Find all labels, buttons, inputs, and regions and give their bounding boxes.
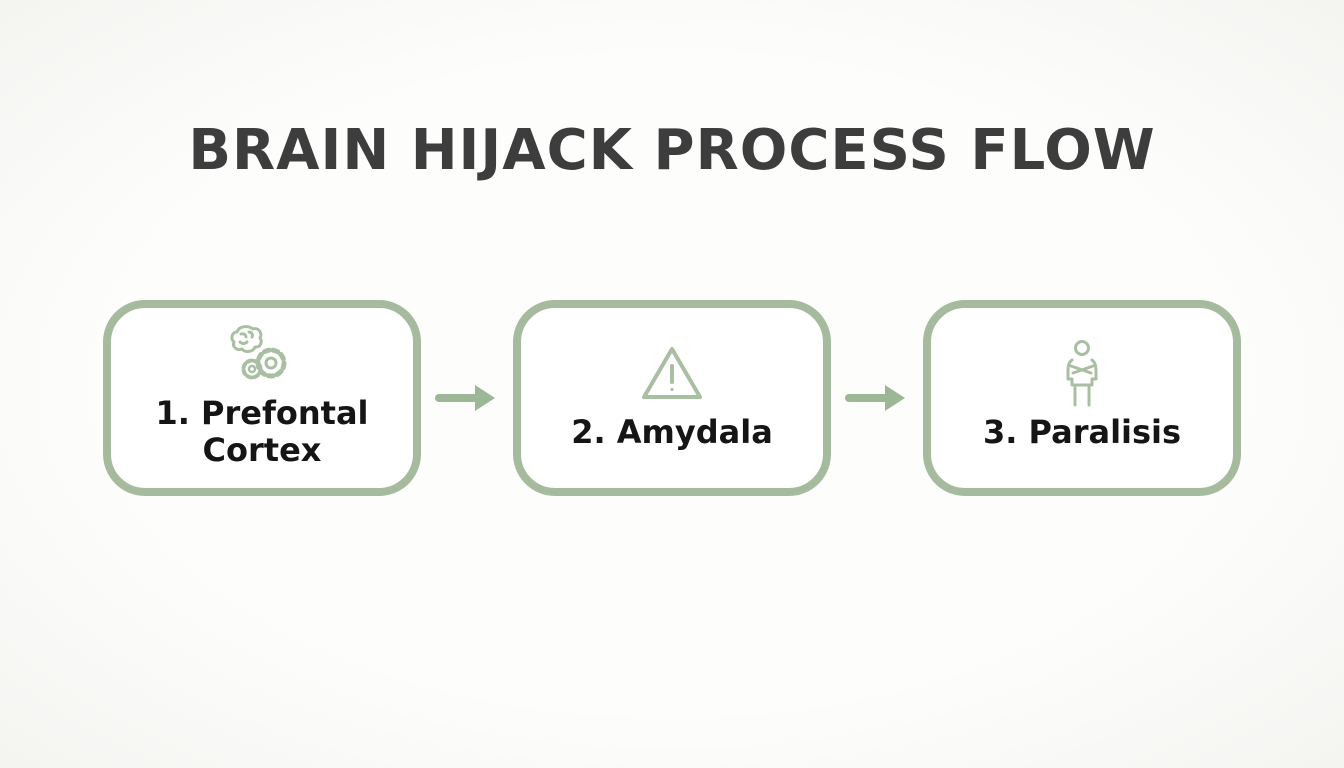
- arrow-right-icon: [421, 381, 513, 415]
- step-label: 3. Paralisis: [982, 412, 1182, 451]
- step-label: 1. Prefontal Cortex: [155, 394, 369, 469]
- step-label: 2. Amydala: [571, 412, 773, 451]
- step-box-amygdala: 2. Amydala: [513, 300, 831, 496]
- step-box-prefrontal-cortex: 1. Prefontal Cortex: [103, 300, 421, 496]
- person-crossed-arms-icon: [1059, 339, 1105, 408]
- warning-triangle-icon: [637, 340, 707, 408]
- step-box-paralysis: 3. Paralisis: [923, 300, 1241, 496]
- arrow-right-icon: [831, 381, 923, 415]
- process-flow: 1. Prefontal Cortex 2. Amydala: [0, 300, 1344, 496]
- diagram-title: BRAIN HIJACK PROCESS FLOW: [188, 118, 1156, 183]
- brain-gears-icon: [225, 321, 299, 389]
